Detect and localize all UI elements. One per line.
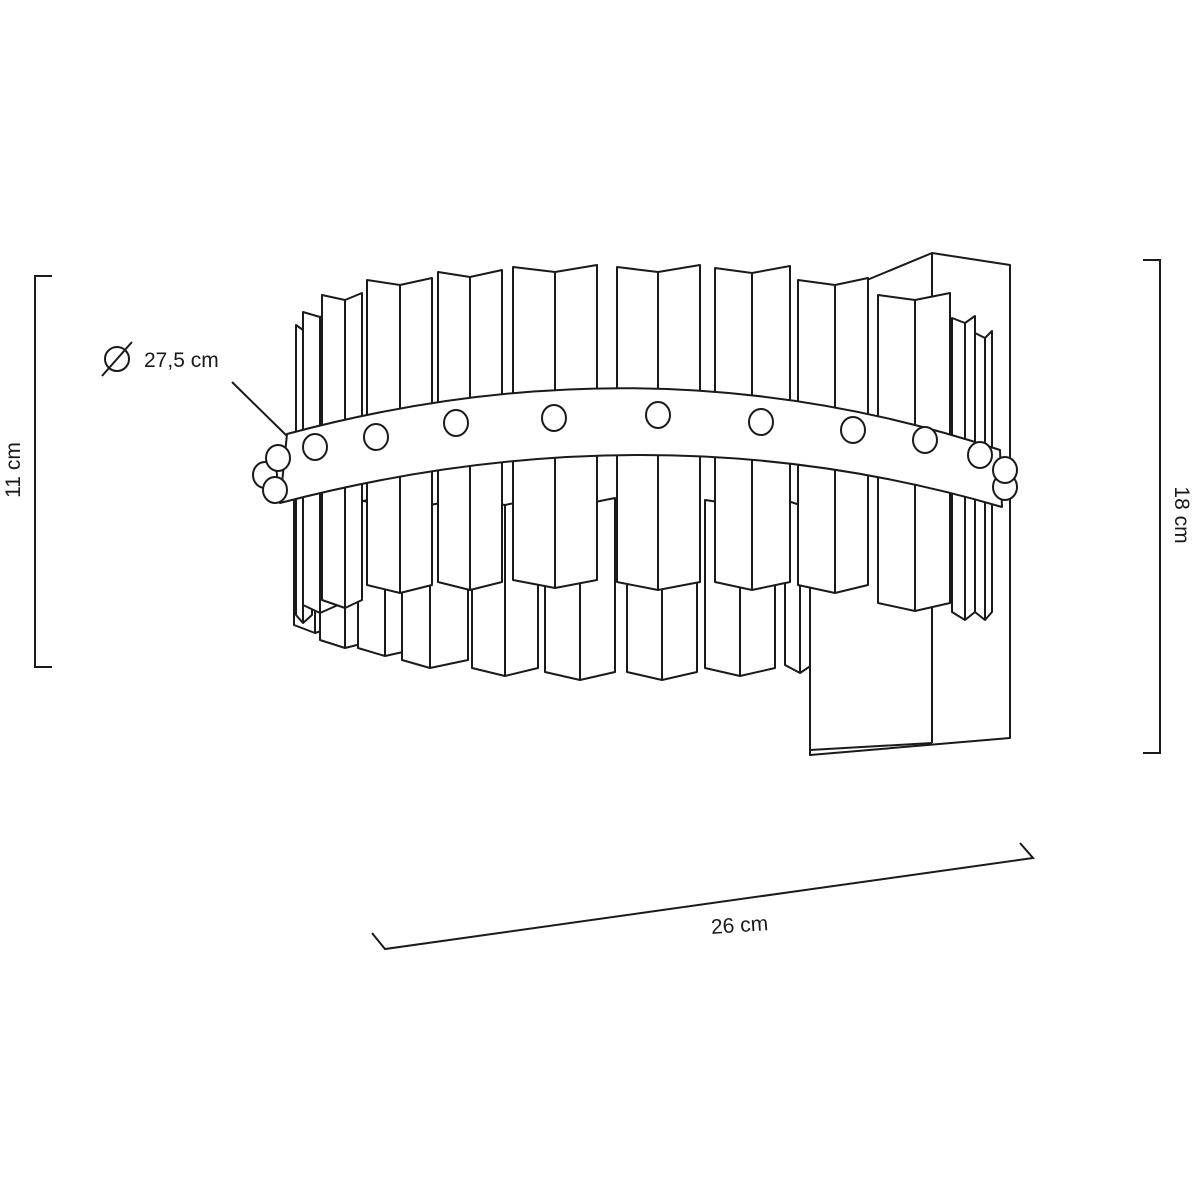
total-height-bracket	[1143, 259, 1161, 754]
bead	[748, 408, 774, 436]
band-beads	[252, 401, 1018, 504]
shade-height-bracket	[34, 275, 52, 668]
bead	[912, 426, 938, 454]
bead	[992, 456, 1018, 484]
bead	[645, 401, 671, 429]
depth-dimension: 26 cm	[371, 842, 1035, 951]
shade-height-label: 11 cm	[2, 442, 25, 498]
total-height-dimension: 18 cm	[1143, 259, 1193, 754]
bead	[262, 476, 288, 504]
depth-line	[371, 842, 1035, 951]
diameter-icon	[101, 341, 133, 377]
bead	[265, 444, 291, 472]
depth-label: 26 cm	[710, 912, 769, 939]
bead	[840, 416, 866, 444]
bead	[302, 433, 328, 461]
bead	[541, 404, 567, 432]
bead	[967, 441, 993, 469]
diameter-label: 27,5 cm	[144, 349, 219, 372]
bead	[443, 409, 469, 437]
diameter-leader-line	[231, 381, 289, 438]
total-height-label: 18 cm	[1170, 486, 1193, 543]
bead	[363, 423, 389, 451]
diameter-callout: 27,5 cm	[101, 341, 289, 438]
shade-height-dimension: 11 cm	[2, 275, 52, 668]
